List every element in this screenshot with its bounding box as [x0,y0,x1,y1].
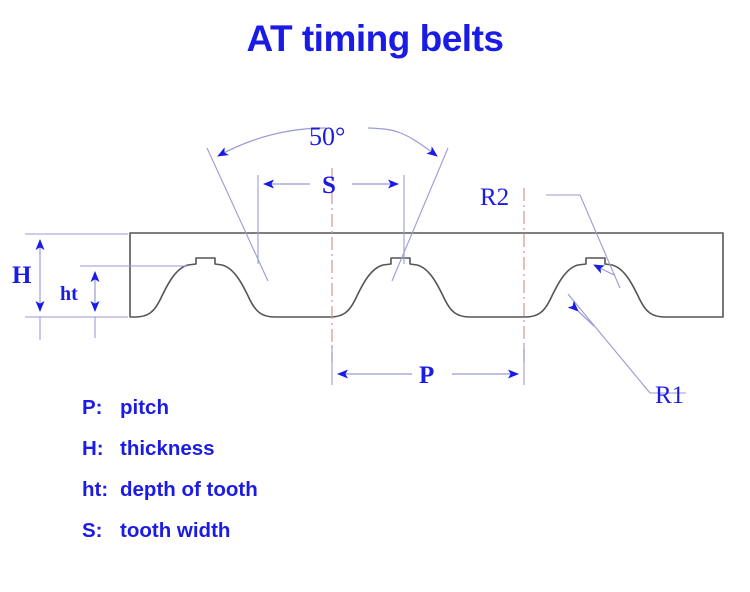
angle-leg-left [206,147,269,282]
legend-item-thickness: H: thickness [82,437,482,478]
S-label: S [322,172,336,199]
legend-value-P: pitch [120,396,169,419]
belt-outline [129,232,724,318]
legend-key-H: H: [82,437,104,460]
legend-value-ht: depth of tooth [120,478,258,501]
belt-body-path [129,232,724,318]
R1-label: R1 [655,382,684,409]
H-label: H [12,262,32,289]
legend-item-tooth-width: S: tooth width [82,519,482,560]
legend-key-P: P: [82,396,103,419]
P-label: P [419,362,434,389]
R2-label: R2 [480,184,509,211]
dimension-ht: ht [60,265,188,338]
dimension-S: S [257,172,405,264]
legend: P: pitch H: thickness ht: depth of tooth… [82,396,482,560]
angle-annotation-50deg: 50° [206,122,449,282]
R1-leader-line [567,293,651,394]
R1-arrow [567,300,595,327]
angle-leg-right [391,147,449,282]
dimension-P: P [331,345,525,389]
legend-key-ht: ht: [82,478,109,501]
angle-label: 50° [309,122,345,151]
R2-leader-line [579,194,621,289]
page-title: AT timing belts [246,18,504,59]
R2-arrow [593,264,615,276]
ht-label: ht [60,283,78,305]
legend-key-S: S: [82,519,103,542]
leader-R2: R2 [480,184,621,289]
legend-value-S: tooth width [120,519,231,542]
legend-value-H: thickness [120,437,215,460]
legend-item-pitch: P: pitch [82,396,482,437]
centerlines [331,168,525,362]
dimension-H: H [12,233,128,340]
legend-item-depth-of-tooth: ht: depth of tooth [82,478,482,519]
angle-arc-left [217,127,327,157]
leader-R1: R1 [567,293,686,409]
angle-arc-right [367,127,438,157]
